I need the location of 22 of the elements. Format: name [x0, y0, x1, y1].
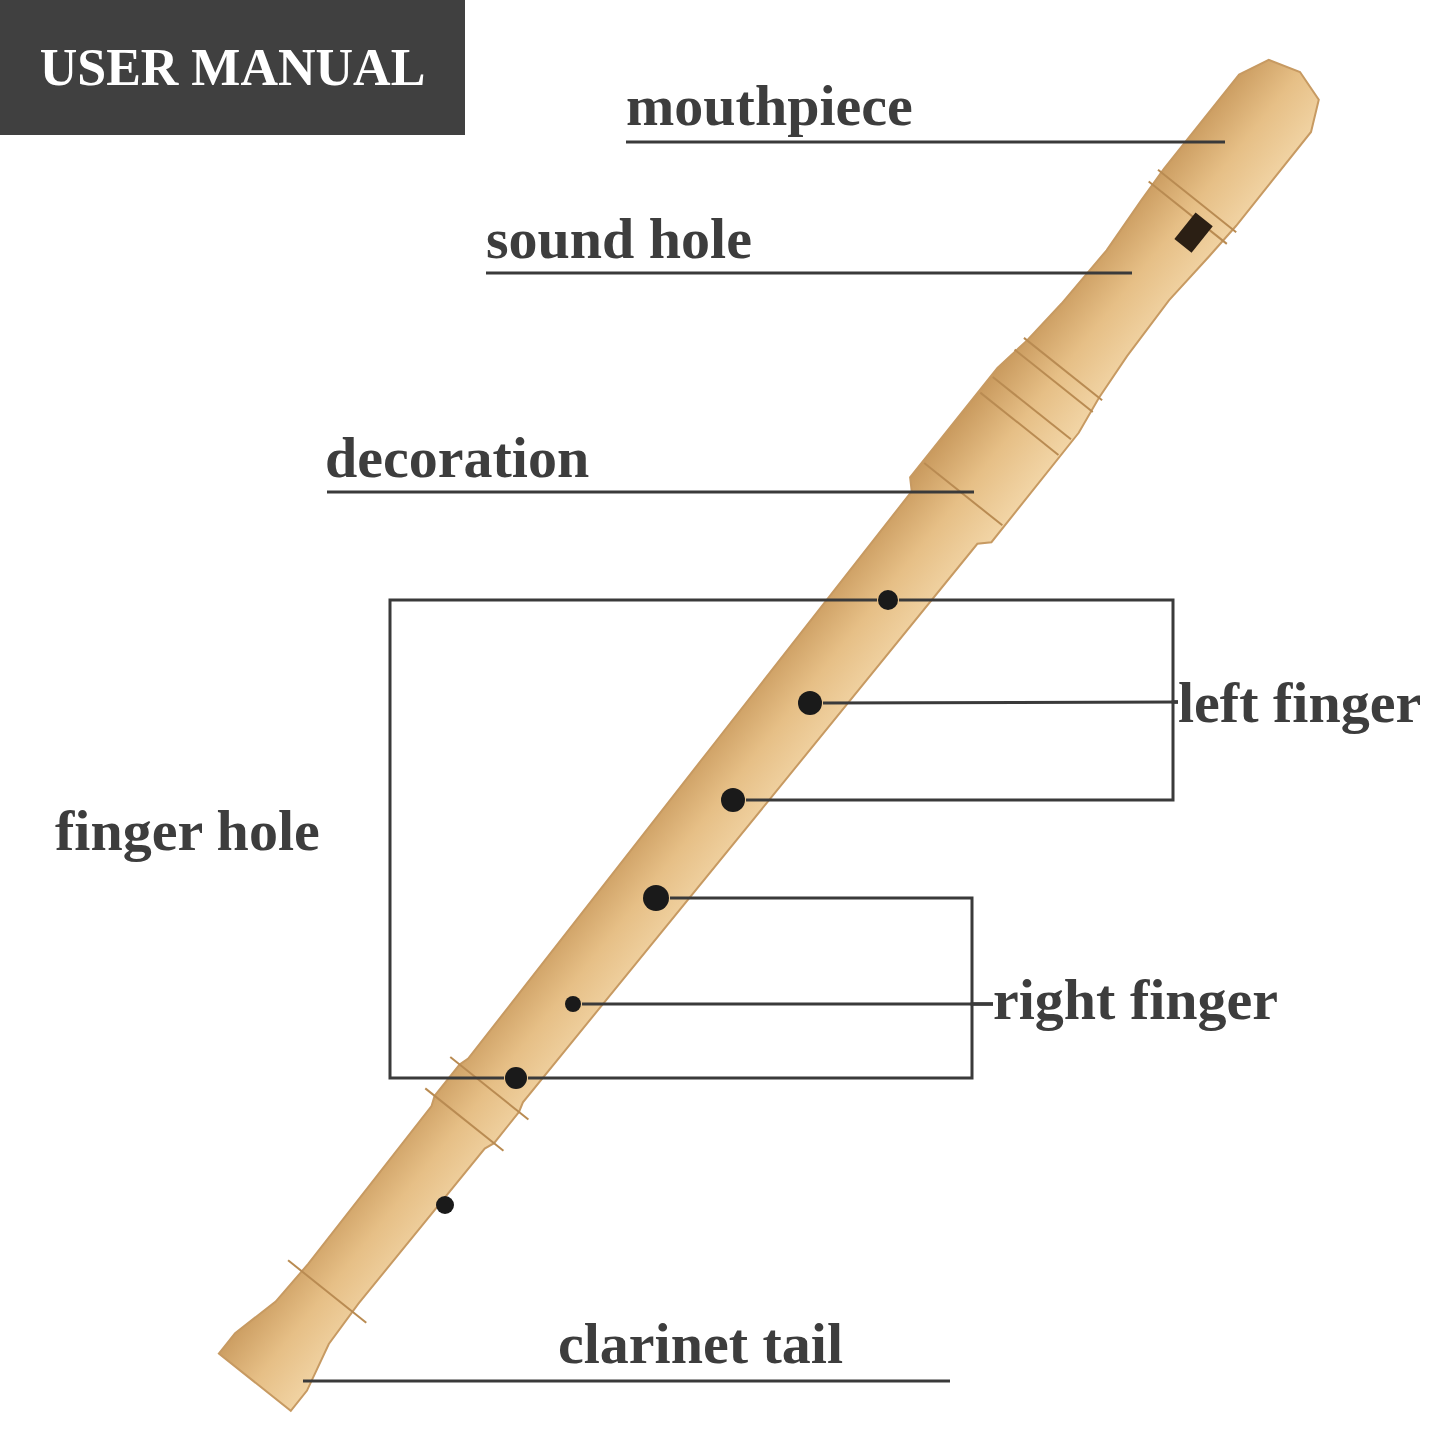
title-banner: USER MANUAL [0, 0, 465, 135]
finger-hole [721, 788, 745, 812]
finger-hole [505, 1067, 527, 1089]
finger-hole [643, 885, 669, 911]
part-label: sound hole [486, 205, 752, 272]
finger-hole [565, 996, 581, 1012]
leader-line [388, 598, 877, 832]
finger-hole [798, 691, 822, 715]
leader-line [528, 1002, 993, 1080]
part-label: right finger [993, 965, 1279, 1033]
part-label: clarinet tail [558, 1310, 844, 1377]
leader-line [899, 598, 1178, 704]
finger-hole [878, 590, 898, 610]
part-label: mouthpiece [626, 72, 913, 139]
leader-line [626, 140, 1225, 144]
part-label: decoration [325, 424, 590, 491]
part-label: left finger [1178, 668, 1422, 736]
leader-line [303, 1379, 950, 1383]
leader-line [388, 828, 504, 1080]
leader-line [327, 490, 974, 494]
leader-line [486, 271, 1132, 275]
part-label: finger hole [55, 796, 320, 864]
